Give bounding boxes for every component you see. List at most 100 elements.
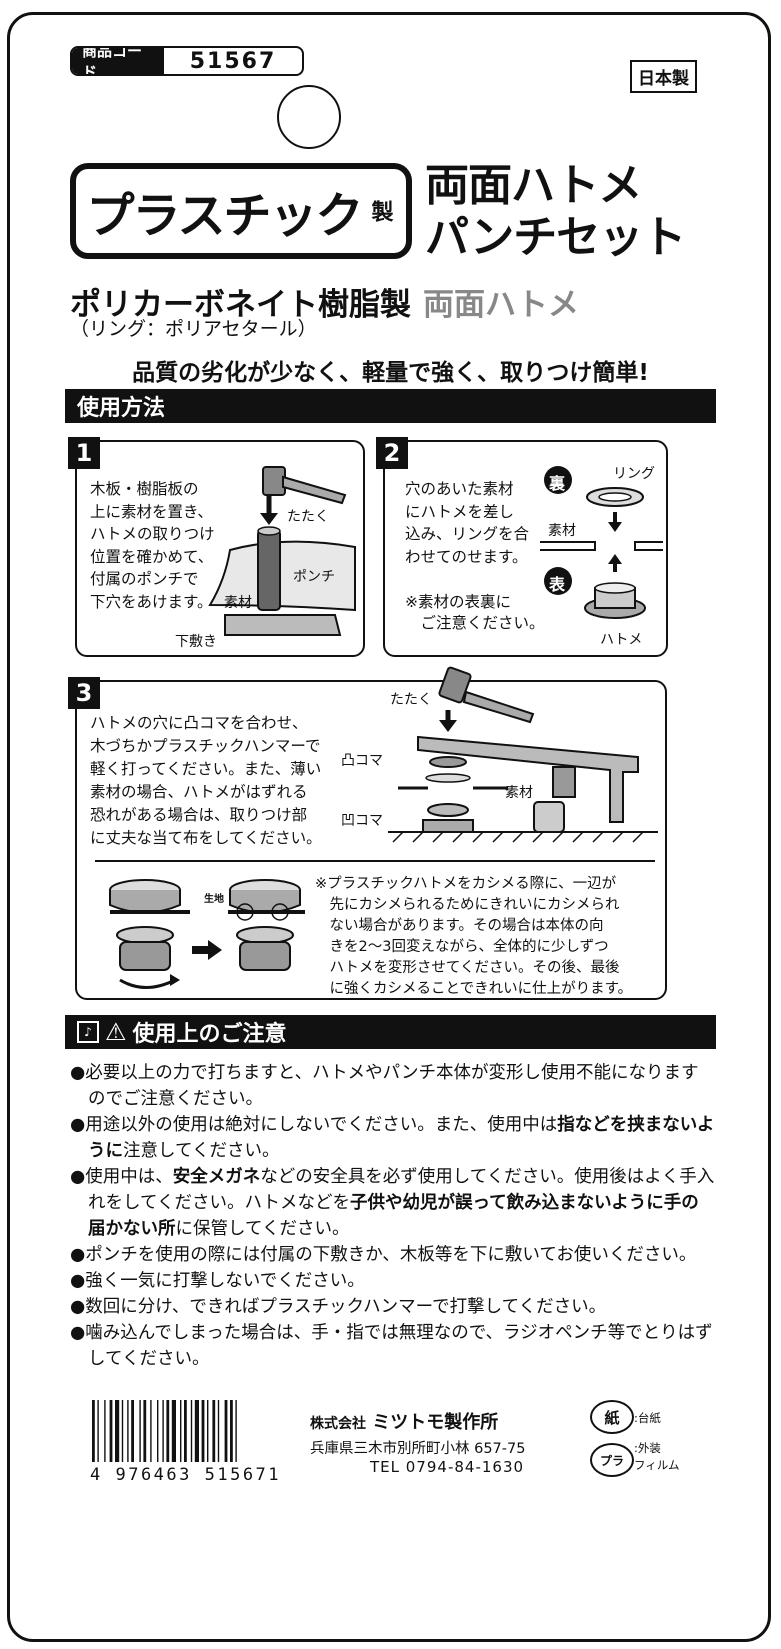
mat-shape [224,614,342,636]
material-left [540,541,596,551]
step1-label-hit: たたく [287,509,329,525]
step3-label-hit: たたく [390,692,432,708]
caution-item: ●噛み込んでしまった場合は、手・指では無理なので、ラジオペンチ等でとりはずしてく… [70,1323,713,1369]
barcode-bar [235,1400,237,1462]
concave-die [427,803,469,817]
barcode-bar [190,1400,193,1462]
barcode-bar [131,1400,134,1462]
hammer-icon [262,466,286,496]
barcode-bar [207,1400,209,1462]
product-code-label: 商品コード [72,48,164,74]
hang-hole [277,85,341,149]
caution-item: ●用途以外の使用は絶対にしないでください。また、使用中は指などを挟まないように注… [70,1115,715,1161]
plastic-recycle-icon: プラ [590,1443,634,1477]
step1-illustration [208,466,356,636]
barcode-bar [127,1400,129,1462]
barcode-bar [115,1400,120,1462]
step3-note: ※プラスチックハトメをカシメる際に、一辺が 先にカシメられるためにきれいにカシメ… [315,876,633,997]
barcode-bar [230,1400,233,1462]
step1-label-punch: ポンチ [293,569,335,585]
convex-die [429,756,467,768]
barcode-bar [194,1400,199,1462]
back-badge: 裏 [549,474,566,493]
product-code-box: 商品コード 51567 [70,46,304,76]
step3-number: 3 [68,677,100,709]
barcode-bar [217,1400,220,1462]
product-code: 51567 [189,48,277,74]
product-title-line2: パンチセット [425,212,686,263]
caution-item: ●必要以上の力で打ちますと、ハトメやパンチ本体が変形し使用不能になりますのでご注… [70,1063,699,1109]
punch-icon [257,529,281,611]
plastic-title: プラスチック [86,188,363,244]
barcode-bar [184,1400,187,1462]
company-tel: TEL 0794-84-1630 [370,1458,525,1476]
step1-number: 1 [68,437,100,469]
barcode-bar [109,1400,113,1462]
step2-number: 2 [376,437,408,469]
step2-note: ※素材の表裏に ご注意ください。 [405,593,545,632]
barcode-bar [121,1400,124,1462]
barcode-bar [212,1400,216,1462]
barcode-bar [224,1400,228,1462]
warning-icon: ⚠ [105,1018,127,1046]
caution-item: ●使用中は、安全メガネなどの安全具を必ず使用してください。使用後はよく手入れをし… [70,1167,715,1239]
step2-label-eyelet: ハトメ [600,632,643,648]
paper-recycle-icon: 紙 [590,1400,634,1434]
cautions-heading: ♪ ⚠ 使用上のご注意 [65,1015,716,1049]
step3-label-concave: 凹コマ [341,813,383,829]
front-badge: 表 [549,575,566,594]
caution-item: ●数回に分け、できればプラスチックハンマーで打撃してください。 [70,1297,607,1317]
step1-label-material: 素材 [224,595,252,611]
company-address: 兵庫県三木市別所町小林 657-75 [310,1441,526,1457]
barcode-digits: 4 976463 515671 [90,1465,282,1485]
plastic-suffix: 製 [367,200,393,222]
barcode-bar [180,1400,182,1462]
step2-text: 穴のあいた素材 にハトメを差し 込み、リングを合 わせてのせます。 [405,480,530,566]
cautions-list: ●必要以上の力で打ちますと、ハトメやパンチ本体が変形し使用不能になりますのでご注… [70,1060,715,1372]
catchphrase: 品質の劣化が少なく、軽量で強く、取りつけ簡単! [132,360,649,386]
usage-heading: 使用方法 [65,389,716,423]
made-in-badge: 日本製 [630,60,697,93]
step3-label-fabric: 生地 [204,894,224,905]
plastic-recycle-label2: フィルム [634,1458,680,1472]
barcode-bar [139,1400,141,1462]
paper-recycle-label: :台紙 [634,1411,661,1425]
barcode-bar [97,1400,99,1462]
divider [95,860,655,862]
ring-material-note: （リング：ポリアセタール） [70,318,317,340]
step2-illustration [540,466,663,619]
caution-item: ●強く一気に打撃しないでください。 [70,1271,365,1291]
barcode-bar [92,1400,95,1462]
company-name: 株式会社 ミツトモ製作所 [310,1412,499,1433]
barcode-bar [143,1400,147,1462]
material-shape [208,540,356,612]
barcode-bar [166,1400,170,1462]
product-title-line1: 両面ハトメ [425,160,642,211]
material-title: ポリカーボネイト樹脂製両面ハトメ [70,279,579,324]
plastic-title-box: プラスチック 製 [70,163,412,259]
step3-text: ハトメの穴に凸コマを合わせ、 木づちかプラスチックハンマーで 軽く打ってください… [90,714,322,847]
product-title: 両面ハトメ パンチセット [425,160,686,264]
step3-illustration [388,666,658,843]
barcode-bar [150,1400,152,1462]
step2-label-ring: リング [613,466,655,482]
step1-text: 木板・樹脂板の 上に素材を置き、 ハトメの取りつけ 位置を確かめて、 付属のポン… [90,480,215,611]
material-accent: 両面ハトメ [423,287,579,323]
material-main: ポリカーボネイト樹脂製 [70,287,411,323]
cautions-heading-text: 使用上のご注意 [132,1022,287,1047]
step2-panel [383,440,668,657]
barcode [92,1400,237,1462]
barcode-bar [201,1400,205,1462]
usage-heading-text: 使用方法 [77,396,166,421]
barcode-bar [104,1400,106,1462]
step3-label-material: 素材 [505,785,533,801]
material-right [634,541,663,551]
barcode-bar [157,1400,159,1462]
step2-label-material: 素材 [548,523,576,539]
step3-label-convex: 凸コマ [341,753,383,769]
plastic-recycle-label1: :外装 [634,1441,661,1455]
caution-item: ●ポンチを使用の際には付属の下敷きか、木板等を下に敷いてお使いください。 [70,1245,697,1265]
manual-icon: ♪ [77,1021,99,1043]
hammer-icon [438,666,472,704]
press-frame [417,735,639,823]
